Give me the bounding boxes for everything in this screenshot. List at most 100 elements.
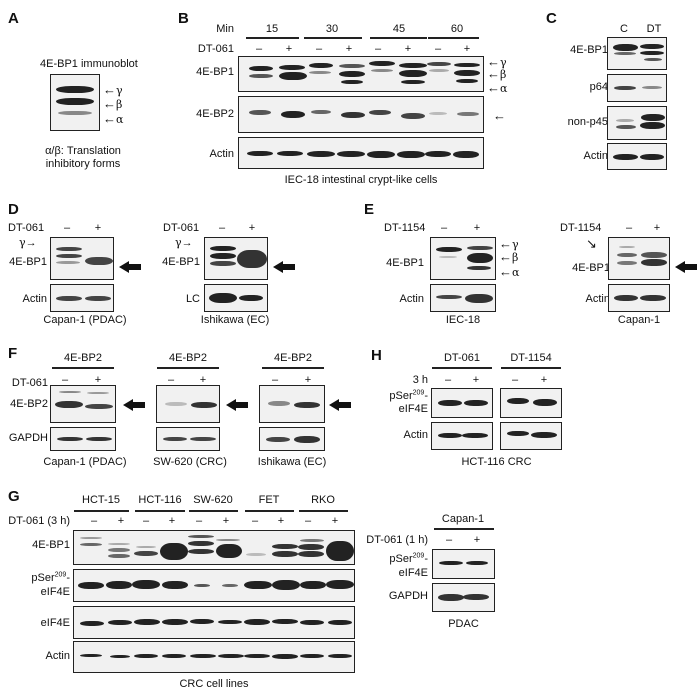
blot-h-dt061-pser	[431, 388, 493, 418]
sign: +	[472, 374, 480, 386]
row-label-4ebp1: 4E-BP1	[386, 257, 424, 269]
arrow-4ebp2: ←	[493, 108, 506, 123]
blot-f-sw620-gapdh	[156, 427, 220, 451]
row-label-g-eif4e: eIF4E	[40, 586, 70, 598]
cell-line-fet: FET	[258, 494, 280, 506]
row-label-4ebp2: 4E-BP2	[10, 398, 48, 410]
treatment-label-g2: DT-061 (1 h)	[366, 534, 428, 546]
sign: +	[653, 222, 661, 234]
time-15: 15	[265, 23, 279, 35]
treatment-label-b: DT-061	[197, 43, 234, 55]
row-label-g2-eif4e: eIF4E	[398, 567, 428, 579]
treatment-label-d-left: DT-061	[8, 222, 45, 234]
row-label-eif4e: eIF4E	[398, 403, 428, 415]
row-label-actin: Actin	[22, 293, 47, 305]
row-label-actin: Actin	[583, 150, 608, 162]
sign: –	[255, 43, 263, 55]
sign: –	[315, 43, 323, 55]
h-group-dt1154: DT-1154	[510, 352, 552, 364]
arrow-beta-e: ←β	[499, 249, 519, 264]
time-60: 60	[450, 23, 464, 35]
sign: +	[117, 515, 125, 527]
row-label-lc: LC	[185, 293, 200, 305]
sign: –	[440, 222, 448, 234]
row-label-non-p45: non-p45	[567, 116, 608, 128]
f-blot-header: 4E-BP2	[274, 352, 312, 364]
arrow-alpha-a: ←α	[103, 111, 124, 126]
f-blot-header: 4E-BP2	[169, 352, 207, 364]
blot-c-actin	[607, 143, 667, 170]
row-label-eif4e: eIF4E	[40, 617, 70, 629]
gamma-arrow-d-right: γ→	[175, 236, 193, 250]
row-label-g-pser209: pSer209-	[31, 571, 70, 584]
panel-a-caption-2: inhibitory forms	[45, 158, 121, 170]
sign: –	[304, 515, 312, 527]
row-label-4ebp2: 4E-BP2	[196, 108, 234, 120]
blot-e-right-actin	[608, 284, 670, 312]
sign: –	[218, 222, 226, 234]
g2-header: Capan-1	[441, 513, 485, 525]
caption-d-right: Ishikawa (EC)	[200, 314, 270, 326]
row-label-actin: Actin	[45, 650, 70, 662]
caption-g: CRC cell lines	[179, 678, 249, 690]
blot-g2-pser	[432, 549, 495, 579]
time-30: 30	[325, 23, 339, 35]
panel-b-caption: IEC-18 intestinal crypt-like cells	[284, 174, 438, 186]
f-blot-header: 4E-BP2	[64, 352, 102, 364]
caption-d-left: Capan-1 (PDAC)	[43, 314, 127, 326]
sign: –	[251, 515, 259, 527]
gamma-arrow-d-left: γ→	[19, 236, 37, 250]
sign: –	[63, 222, 71, 234]
sign: –	[271, 374, 279, 386]
sign: +	[345, 43, 353, 55]
panel-label-g: G	[8, 488, 20, 505]
blot-b-4ebp2	[238, 96, 484, 133]
sign: +	[331, 515, 339, 527]
row-label-actin: Actin	[585, 293, 610, 305]
blot-g-eif4e	[73, 606, 355, 639]
blot-d-left-actin	[50, 284, 114, 312]
sign: –	[195, 515, 203, 527]
sign: –	[445, 534, 453, 546]
sign: –	[434, 43, 442, 55]
panel-label-d: D	[8, 201, 19, 218]
sign: +	[277, 515, 285, 527]
sign: +	[473, 534, 481, 546]
blot-c-non-p45	[607, 106, 667, 140]
row-label-actin: Actin	[399, 293, 424, 305]
sign: –	[61, 374, 69, 386]
panel-a-title: 4E-BP1 immunoblot	[40, 58, 138, 70]
panel-label-e: E	[364, 201, 375, 218]
row-label-actin: Actin	[403, 429, 428, 441]
treatment-label-f: DT-061	[11, 377, 48, 389]
sign: –	[511, 374, 519, 386]
row-label-4ebp1: 4E-BP1	[572, 262, 610, 274]
sign: +	[199, 374, 207, 386]
blot-h-dt1154-pser	[500, 388, 562, 418]
sign: +	[285, 43, 293, 55]
blot-f-sw620-4ebp2	[156, 385, 220, 423]
panel-a-caption-1: α/β: Translation	[45, 145, 121, 157]
arrow-gamma-e: ←γ	[499, 236, 519, 251]
blot-h-dt061-actin	[431, 422, 493, 450]
blot-g-pser	[73, 569, 355, 602]
caption-f2: SW-620 (CRC)	[153, 456, 227, 468]
sign: +	[304, 374, 312, 386]
blot-g-actin	[73, 641, 355, 673]
panel-label-h: H	[371, 347, 382, 364]
caption-e-left: IEC-18	[445, 314, 481, 326]
sign: –	[625, 222, 633, 234]
panel-label-c: C	[546, 10, 557, 27]
blot-c-4ebp1	[607, 37, 667, 70]
row-label-p64: p64	[589, 81, 608, 93]
panel-label-a: A	[8, 10, 19, 27]
caption-f3: Ishikawa (EC)	[257, 456, 327, 468]
sign: +	[404, 43, 412, 55]
sign: +	[168, 515, 176, 527]
cell-line-rko: RKO	[311, 494, 335, 506]
arrow-gamma-b: ←γ	[487, 54, 507, 69]
time-45: 45	[392, 23, 406, 35]
arrow-alpha-e: ←α	[499, 264, 520, 279]
blot-e-left-4ebp1	[430, 237, 496, 280]
treatment-label-e-left: DT-1154	[384, 222, 426, 234]
